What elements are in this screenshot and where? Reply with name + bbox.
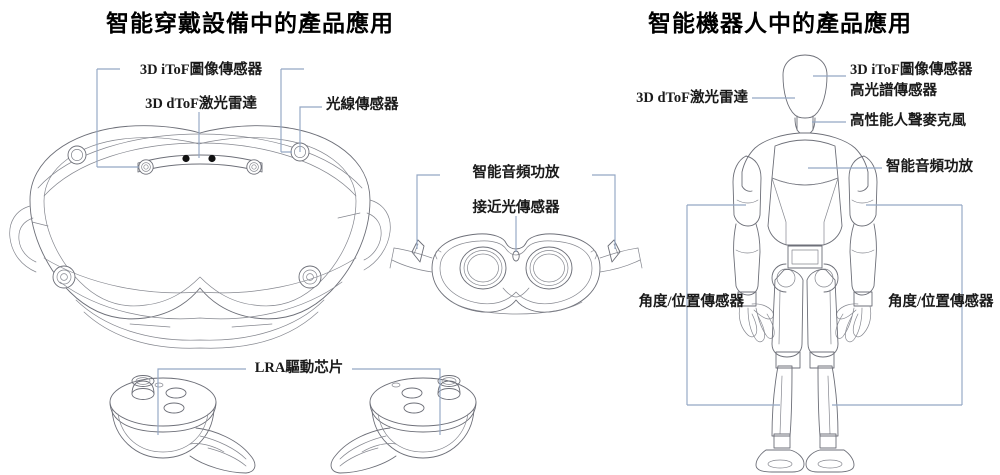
leader-smart-audio-amp	[416, 174, 616, 249]
leader-lines-wearable	[96, 68, 616, 435]
wearable-section-title: 智能穿戴設備中的產品應用	[106, 11, 394, 37]
leader-ambient-light-sensor	[299, 106, 322, 152]
vr-controller-left	[109, 375, 256, 474]
leader-lra-driver-chip	[157, 368, 441, 435]
label-ambient-light-sensor: 光線傳感器	[326, 97, 399, 113]
label-dtof-lidar: 3D dToF激光雷達	[145, 96, 257, 112]
label-robot-smart-audio-amplifier: 智能音頻功放	[886, 159, 973, 175]
label-proximity-light-sensor: 接近光傳感器	[472, 200, 560, 216]
label-lra-driver-chip: LRA驅動芯片	[254, 360, 344, 376]
label-robot-dtof-lidar: 3D dToF激光雷達	[636, 90, 748, 106]
label-robot-angle-sensor-left: 角度/位置傳感器	[638, 294, 744, 310]
leader-itof-image-sensor	[96, 68, 304, 167]
humanoid-robot-front-view	[732, 54, 878, 473]
leader-lines-robot	[686, 75, 963, 406]
leader-robot-angle-sensor-left	[686, 204, 780, 406]
label-smart-audio-amplifier: 智能音頻功放	[472, 165, 560, 181]
label-itof-image-sensor: 3D iToF圖像傳感器	[139, 62, 263, 78]
label-robot-angle-sensor-right: 角度/位置傳感器	[888, 294, 994, 310]
vr-headset-rear-view	[389, 233, 643, 315]
leader-robot-angle-sensor-right	[832, 204, 963, 406]
vr-headset-front-view	[9, 125, 391, 349]
vr-controller-right	[330, 375, 477, 474]
label-robot-itof-image-sensor: 3D iToF圖像傳感器	[850, 62, 973, 78]
label-robot-hyperspectral-sensor: 高光譜傳感器	[850, 83, 937, 99]
robot-section-title: 智能機器人中的產品應用	[648, 11, 912, 37]
label-robot-microphone: 高性能人聲麥克風	[850, 113, 966, 129]
